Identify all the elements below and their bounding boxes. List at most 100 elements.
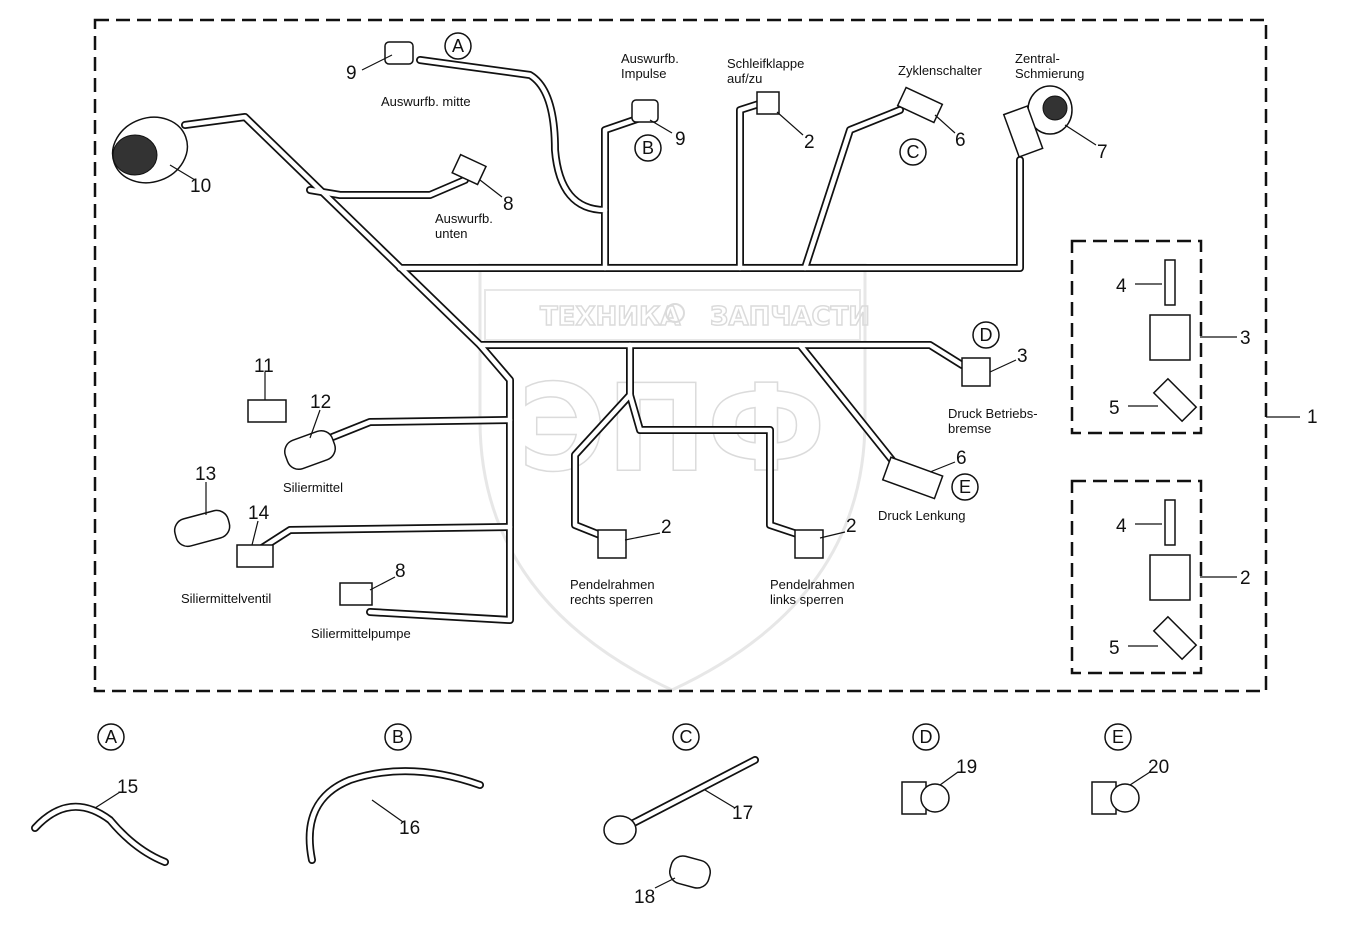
wire xyxy=(601,114,644,214)
wire-inner xyxy=(602,115,643,213)
detail-a: A xyxy=(97,723,125,751)
wire-inner xyxy=(802,107,903,271)
label-siliermittelventil: Siliermittelventil xyxy=(181,591,271,606)
connector-9-top xyxy=(384,41,414,65)
connector-12 xyxy=(284,429,336,471)
kit-box-2 xyxy=(1070,479,1203,675)
wires xyxy=(181,56,1024,624)
callout: 7 xyxy=(1097,142,1108,163)
svg-text:A: A xyxy=(105,727,117,747)
label-druck-betriebs-2: bremse xyxy=(948,421,991,436)
wire-inner xyxy=(572,342,633,538)
svg-text:E: E xyxy=(1112,727,1124,747)
connectors xyxy=(31,41,1198,889)
callout: 15 xyxy=(117,777,138,798)
sensor-kit-3 xyxy=(1149,259,1198,423)
callout: 4 xyxy=(1116,276,1127,297)
connector-3-druck xyxy=(961,357,991,387)
label-zentral-1: Zentral- xyxy=(1015,51,1060,66)
label-auswurfb-unten-1: Auswurfb. xyxy=(435,211,493,226)
marker-c: C xyxy=(899,138,927,166)
text-labels: Auswurfb. mitte Auswurfb. Impulse Schlei… xyxy=(181,51,1084,641)
callout: 12 xyxy=(310,392,331,413)
callout: 5 xyxy=(1109,398,1120,419)
label-siliermittelpumpe: Siliermittelpumpe xyxy=(311,626,411,641)
connector-11 xyxy=(247,399,287,423)
label-auswurfb-impulse-1: Auswurfb. xyxy=(621,51,679,66)
label-siliermittel: Siliermittel xyxy=(283,480,343,495)
marker-a: A xyxy=(444,32,472,60)
connector-2-schleifklappe xyxy=(756,91,780,115)
callout: 8 xyxy=(395,561,406,582)
callout: 13 xyxy=(195,464,216,485)
wire xyxy=(396,156,1024,272)
part-19 xyxy=(901,781,950,815)
callout: 18 xyxy=(634,887,655,908)
connector-9-impulse xyxy=(631,99,659,123)
connector-8-pumpe xyxy=(339,582,373,606)
sensor-kit-2 xyxy=(1149,499,1198,661)
callout: 9 xyxy=(346,63,357,84)
callout: 6 xyxy=(955,130,966,151)
wire-inner xyxy=(797,342,903,473)
callout: 4 xyxy=(1116,516,1127,537)
label-schleifklappe-1: Schleifklappe xyxy=(727,56,804,71)
marker-e: E xyxy=(951,473,979,501)
harness-boundary xyxy=(93,18,1268,693)
callout: 11 xyxy=(254,356,274,377)
label-pendel-rechts-1: Pendelrahmen xyxy=(570,577,655,592)
label-auswurfb-impulse-2: Impulse xyxy=(621,66,667,81)
svg-text:B: B xyxy=(392,727,404,747)
connector-8-unten xyxy=(451,153,488,186)
connector-6-zyklen xyxy=(896,86,944,124)
callout: 3 xyxy=(1240,328,1251,349)
wire-inner xyxy=(322,417,513,443)
gear-icon xyxy=(665,303,685,323)
connector-2-links xyxy=(794,529,824,559)
svg-text:C: C xyxy=(680,727,693,747)
watermark: ТЕХНИКА ЗАПЧАСТИ ЭПФ xyxy=(478,263,871,692)
label-zentral-2: Schmierung xyxy=(1015,66,1084,81)
callout-numbers: 9 9 2 6 7 10 8 4 3 5 4 2 5 1 3 6 11 12 1… xyxy=(117,63,1318,908)
callout: 2 xyxy=(804,132,815,153)
label-pendel-rechts-2: rechts sperren xyxy=(570,592,653,607)
detail-c: C xyxy=(672,723,700,751)
svg-text:E: E xyxy=(959,477,971,497)
callout: 1 xyxy=(1307,407,1318,428)
leader-lines xyxy=(94,54,1237,889)
watermark-text-2: ЗАПЧАСТИ xyxy=(710,302,870,332)
callout: 16 xyxy=(399,818,420,839)
connector-2-rechts xyxy=(597,529,627,559)
callout: 5 xyxy=(1109,638,1120,659)
label-druck-lenkung: Druck Lenkung xyxy=(878,508,965,523)
wire-inner xyxy=(259,524,513,551)
connector-13 xyxy=(173,509,231,548)
connector-7 xyxy=(1002,85,1073,158)
label-druck-betriebs-1: Druck Betriebs- xyxy=(948,406,1038,421)
detail-d: D xyxy=(912,723,940,751)
label-auswurfb-unten-2: unten xyxy=(435,226,468,241)
callout: 9 xyxy=(675,129,686,150)
part-18 xyxy=(669,855,711,889)
svg-text:D: D xyxy=(980,325,993,345)
wire-inner xyxy=(627,392,803,538)
marker-d: D xyxy=(972,321,1000,349)
callout: 2 xyxy=(846,516,857,537)
callout: 17 xyxy=(732,803,753,824)
svg-text:A: A xyxy=(452,36,464,56)
callout: 3 xyxy=(1017,346,1028,367)
wire-inner xyxy=(307,177,468,198)
label-auswurfb-mitte: Auswurfb. mitte xyxy=(381,94,471,109)
connector-14 xyxy=(236,544,274,568)
part-20 xyxy=(1091,781,1140,815)
callout: 2 xyxy=(661,517,672,538)
kit-box-3 xyxy=(1070,239,1203,435)
callout: 2 xyxy=(1240,568,1251,589)
callout: 6 xyxy=(956,448,967,469)
callout: 8 xyxy=(503,194,514,215)
callout: 19 xyxy=(956,757,977,778)
marker-b: B xyxy=(634,134,662,162)
wire xyxy=(801,106,904,272)
connector-17 xyxy=(603,815,637,845)
